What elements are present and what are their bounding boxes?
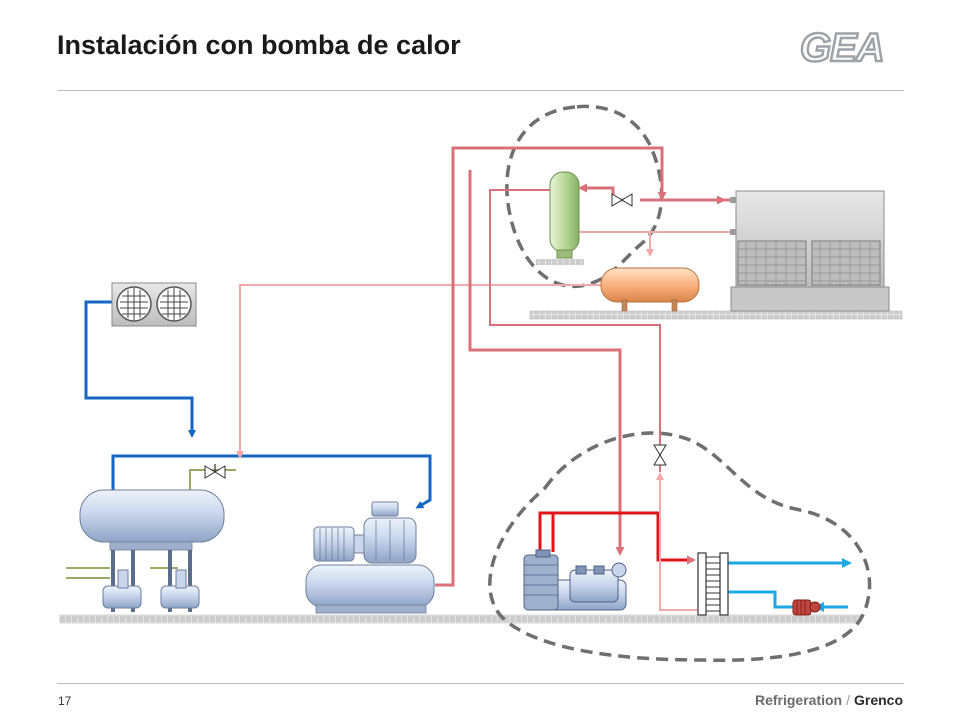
page-title: Instalación con bomba de calor <box>57 30 461 60</box>
footer-separator: / <box>846 692 850 708</box>
liquid-receiver-icon <box>79 489 225 612</box>
pipe-olive-left <box>66 567 178 579</box>
orange-receiver-icon <box>600 267 700 312</box>
pipe-hp-return <box>656 472 700 611</box>
footer-brand-name: Grenco <box>853 692 903 708</box>
pipe-pink-liquid <box>236 284 608 459</box>
pipe-pink-condenser-to-receiver <box>646 231 732 257</box>
air-cooler-icon <box>111 282 197 327</box>
footer-brand: Refrigeration/Grenco <box>755 692 903 708</box>
valve-expansion-left <box>204 464 226 479</box>
floor-separator-base <box>536 259 584 265</box>
pipe-water-pump <box>728 590 793 609</box>
pipe-condenser-to-separator <box>582 188 732 202</box>
evaporative-condenser-icon <box>730 190 890 312</box>
footer-divider <box>57 683 904 684</box>
boundary-upper <box>505 104 664 289</box>
heat-pump-compressor-icon <box>523 549 627 611</box>
valve-hp-line <box>653 444 667 466</box>
water-pump-icon <box>792 599 821 616</box>
pipe-hotgas-main <box>435 146 667 587</box>
page-number: 17 <box>58 694 72 708</box>
pipe-hp-discharge <box>551 511 696 565</box>
gea-logo: GEA <box>799 25 886 72</box>
pipe-blue-receiver-to-compressor <box>111 454 432 509</box>
header-divider <box>57 90 904 91</box>
screw-compressor-unit-icon <box>305 501 435 614</box>
floor-main <box>59 614 861 624</box>
floor-upper <box>529 310 903 320</box>
pipe-blue-cooler-to-receiver <box>84 300 196 438</box>
boundary-lower <box>488 431 872 662</box>
pipe-hotgas-branch <box>468 170 625 556</box>
pipe-red-hp-link <box>538 511 555 552</box>
footer-product: Refrigeration <box>754 692 843 708</box>
oil-separator-icon <box>549 171 580 259</box>
plate-heat-exchanger-icon <box>697 552 729 616</box>
valve-separator-line <box>611 193 633 207</box>
pipe-separator-return <box>489 189 661 440</box>
